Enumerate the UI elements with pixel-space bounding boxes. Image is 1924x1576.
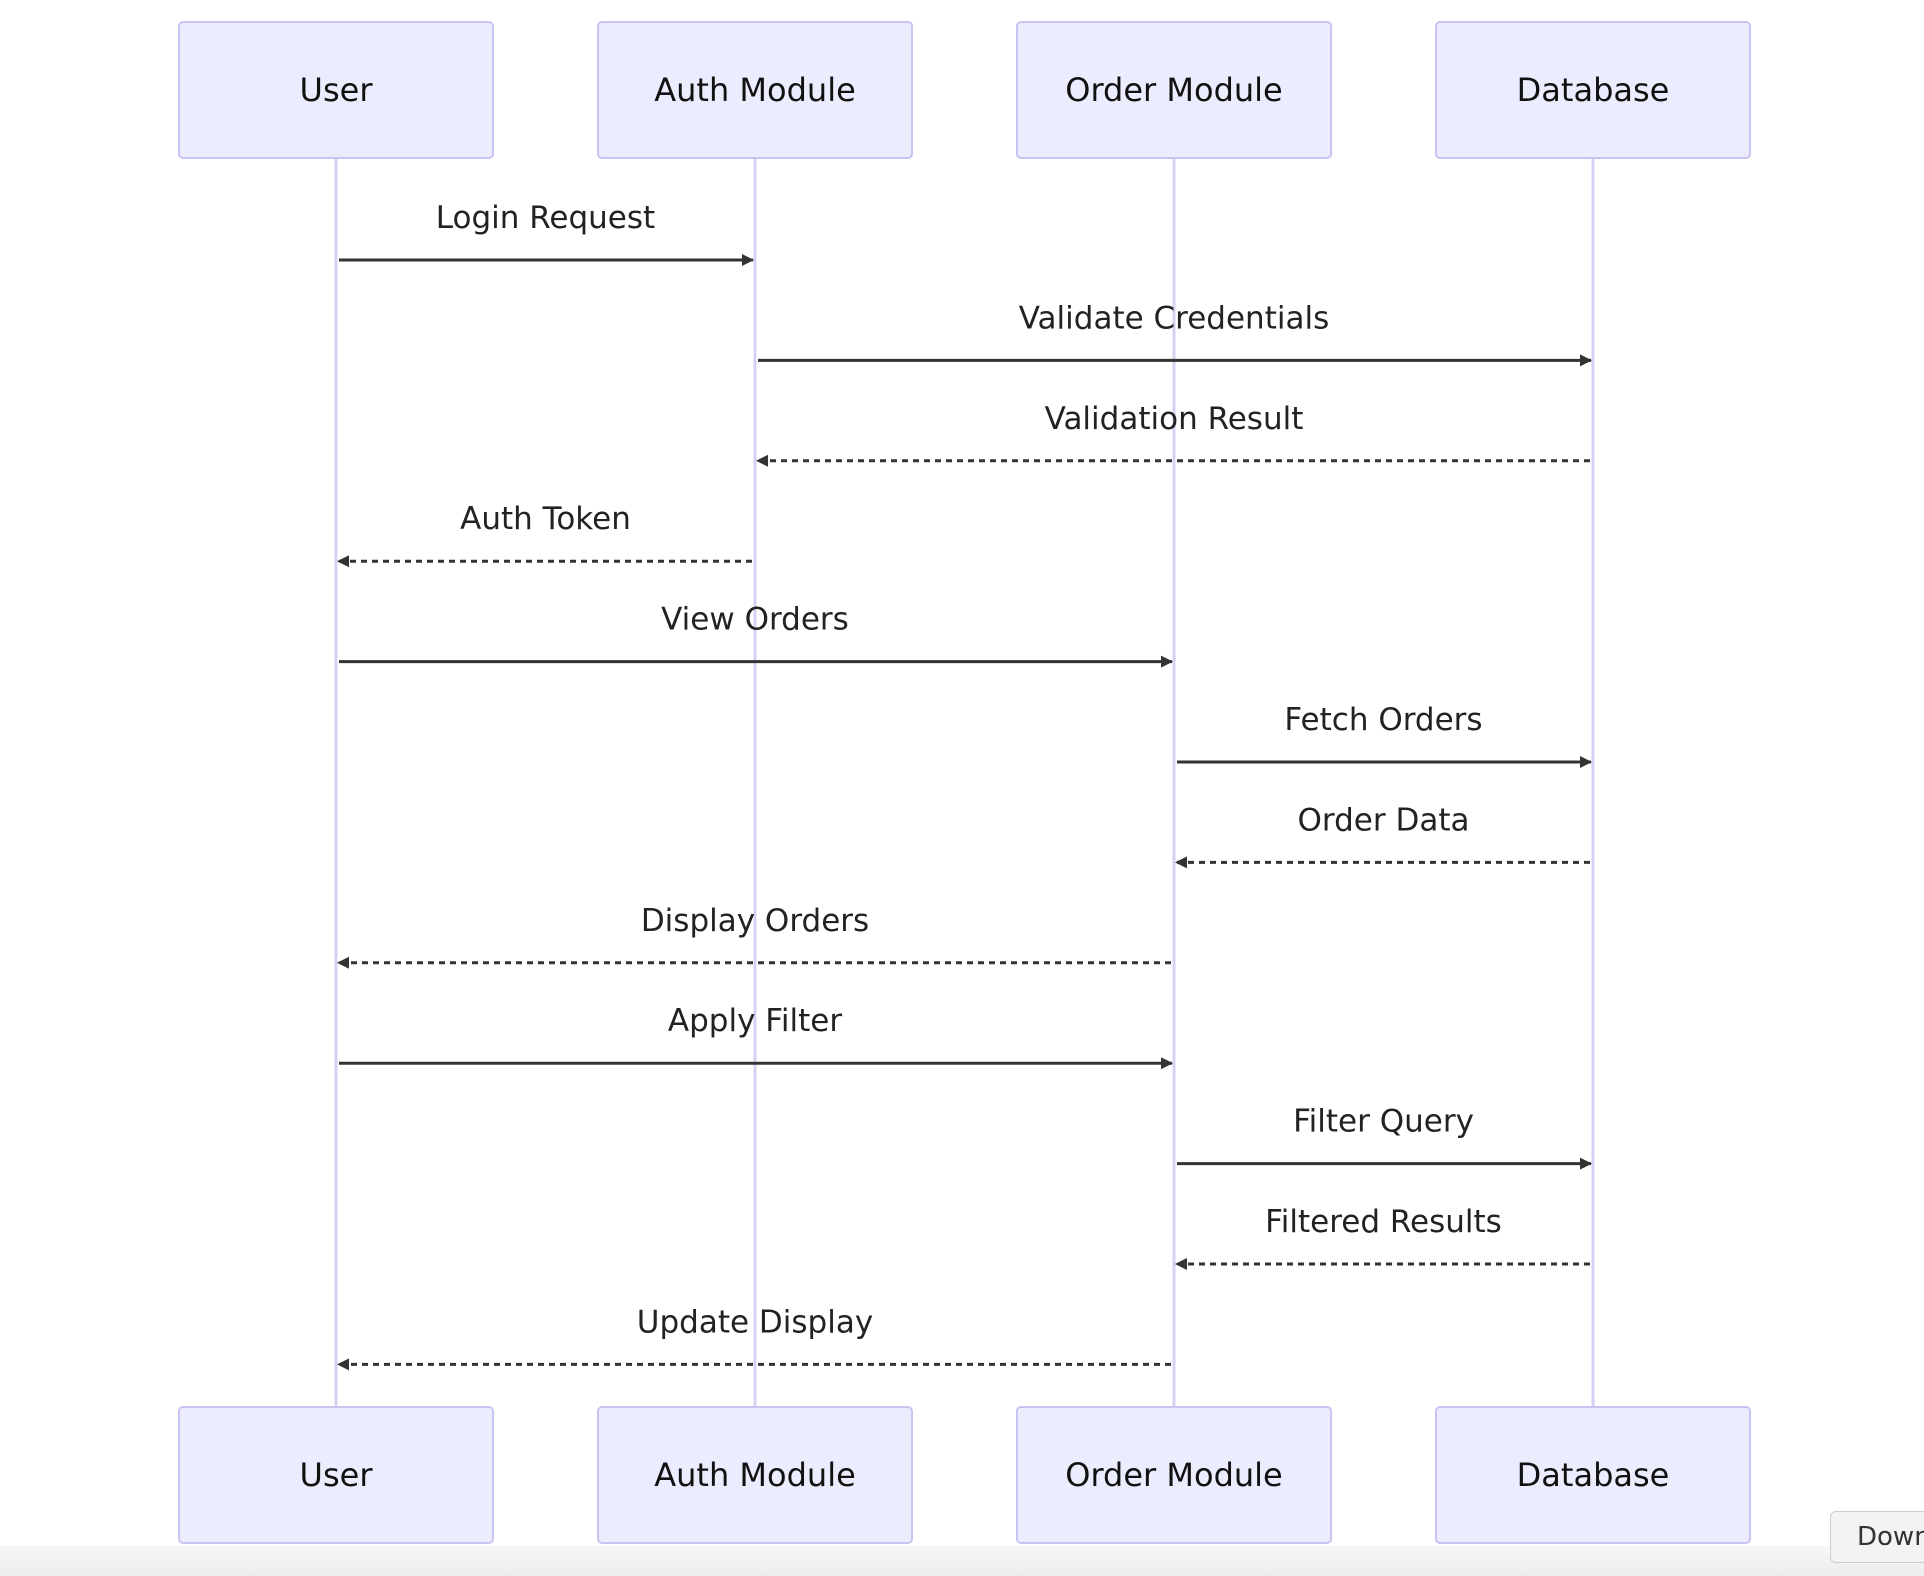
participant-user-top: User: [178, 21, 494, 159]
participant-auth-module-bottom: Auth Module: [597, 1406, 913, 1544]
message-fetch-orders: Fetch Orders: [1177, 702, 1592, 768]
message-label: Login Request: [436, 200, 655, 236]
participant-box: [178, 21, 494, 159]
participant-box: [1435, 21, 1751, 159]
participant-headers-top: User Auth Module Order Module Database: [178, 21, 1751, 159]
participant-box: [597, 21, 913, 159]
participant-user-bottom: User: [178, 1406, 494, 1544]
participant-box: [1016, 21, 1332, 159]
participant-label: Auth Module: [654, 71, 856, 109]
message-label: Filter Query: [1293, 1104, 1474, 1140]
participant-box: [1016, 1406, 1332, 1544]
message-label: Filtered Results: [1265, 1204, 1502, 1240]
message-apply-filter: Apply Filter: [339, 1003, 1173, 1070]
participant-label: User: [300, 71, 374, 109]
message-display-orders: Display Orders: [337, 903, 1171, 969]
message-label: View Orders: [661, 602, 849, 638]
message-label: Display Orders: [641, 903, 869, 939]
message-filter-query: Filter Query: [1177, 1104, 1592, 1170]
download-button[interactable]: Download: [1830, 1511, 1924, 1563]
message-view-orders: View Orders: [339, 602, 1173, 668]
message-order-data: Order Data: [1175, 802, 1590, 869]
message-label: Update Display: [637, 1304, 873, 1340]
bottom-bar: [0, 1546, 1924, 1576]
participant-order-module-top: Order Module: [1016, 21, 1332, 159]
message-label: Fetch Orders: [1284, 702, 1482, 738]
participant-database-top: Database: [1435, 21, 1751, 159]
participant-box: [597, 1406, 913, 1544]
participant-order-module-bottom: Order Module: [1016, 1406, 1332, 1544]
message-label: Order Data: [1298, 802, 1470, 838]
participant-label: Database: [1517, 1456, 1670, 1494]
participant-label: Auth Module: [654, 1456, 856, 1494]
participant-label: Order Module: [1065, 1456, 1282, 1494]
message-label: Validate Credentials: [1019, 300, 1329, 336]
message-filtered-results: Filtered Results: [1175, 1204, 1590, 1270]
message-validate-credentials: Validate Credentials: [758, 300, 1592, 367]
participant-auth-module-top: Auth Module: [597, 21, 913, 159]
participant-database-bottom: Database: [1435, 1406, 1751, 1544]
message-update-display: Update Display: [337, 1304, 1171, 1371]
message-label: Validation Result: [1045, 401, 1304, 437]
message-validation-result: Validation Result: [756, 401, 1590, 467]
participant-label: User: [300, 1456, 374, 1494]
message-login-request: Login Request: [339, 200, 754, 266]
participant-label: Database: [1517, 71, 1670, 109]
participant-box: [1435, 1406, 1751, 1544]
participant-box: [178, 1406, 494, 1544]
participant-headers-bottom: User Auth Module Order Module Database: [178, 1406, 1751, 1544]
participant-label: Order Module: [1065, 71, 1282, 109]
message-label: Apply Filter: [668, 1003, 842, 1039]
message-auth-token: Auth Token: [337, 501, 752, 568]
message-label: Auth Token: [460, 501, 631, 537]
lifelines: [334, 158, 1595, 1407]
